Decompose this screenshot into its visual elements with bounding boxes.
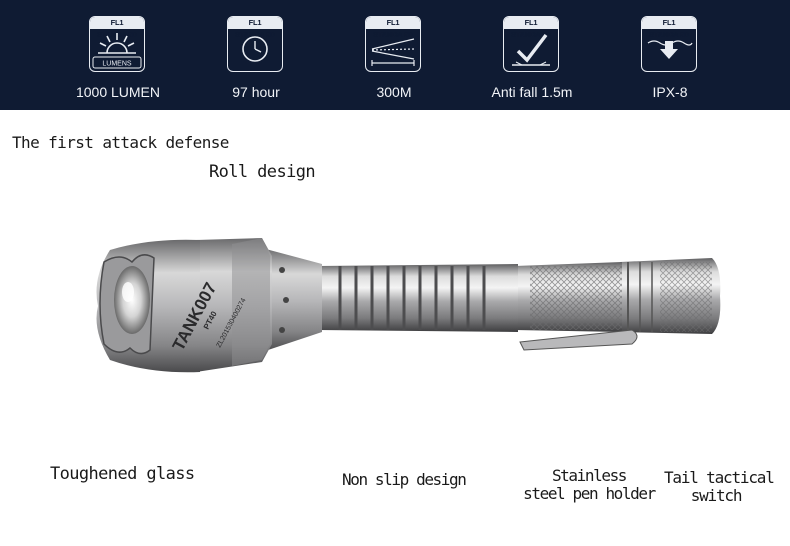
callout-stainless-line2: steel pen holder — [523, 484, 656, 503]
spec-runtime: FL1 STANDARD 97 hour — [186, 14, 326, 106]
spec-label-runtime: 97 hour — [232, 84, 280, 100]
callout-first-attack: The first attack defense — [12, 133, 229, 152]
impact-check-icon — [512, 33, 550, 66]
waterproof-badge: FL1 STANDARD — [641, 16, 697, 72]
badge-standard-label: FL1 STANDARD — [228, 17, 282, 39]
badge-standard-label: FL1 STANDARD — [642, 17, 696, 39]
callout-tail-line1: Tail tactical — [664, 468, 775, 487]
spec-distance: FL1 STANDARD 300M — [324, 14, 464, 106]
spec-label-distance: 300M — [376, 84, 412, 100]
spec-waterproof: FL1 STANDARD IPX-8 — [600, 14, 740, 106]
distance-badge: FL1 STANDARD — [365, 16, 421, 72]
callout-non-slip: Non slip design — [342, 470, 467, 489]
spec-label-impact: Anti fall 1.5m — [491, 84, 573, 100]
callout-tail-line2: switch — [690, 486, 743, 505]
lumens-badge: FL1 STANDARD LUMENS — [89, 16, 145, 72]
pen-clip — [519, 329, 638, 351]
lumens-sub-label: LUMENS — [102, 61, 132, 68]
beam-distance-icon — [371, 38, 415, 66]
spec-impact: FL1 STANDARD Anti fall 1.5m — [462, 14, 602, 106]
callout-stainless-holder: Stainless steel pen holder — [522, 467, 656, 503]
impact-badge: FL1 STANDARD — [503, 16, 559, 72]
callout-toughened-glass: Toughened glass — [50, 464, 195, 484]
callout-tail-switch: Tail tactical switch — [664, 468, 775, 505]
callout-stainless-line1: Stainless — [551, 466, 628, 485]
lens-glass — [114, 266, 150, 334]
sun-lumens-icon: LUMENS — [92, 33, 142, 69]
spec-label-lumens: 1000 LUMEN — [75, 84, 161, 100]
spec-label-waterproof: IPX-8 — [652, 84, 688, 100]
spec-header-bar: FL1 STANDARD LUMENS 1000 LUMEN FL1 STAND… — [0, 0, 790, 110]
badge-standard-label: FL1 STANDARD — [504, 17, 558, 39]
callout-roll-design: Roll design — [209, 162, 316, 182]
clock-icon — [242, 36, 268, 62]
badge-standard-label: FL1 STANDARD — [366, 17, 420, 39]
water-arrow-icon — [647, 40, 693, 59]
ribbed-body — [318, 264, 518, 332]
runtime-badge: FL1 STANDARD — [227, 16, 283, 72]
spec-lumens: FL1 STANDARD LUMENS 1000 LUMEN — [48, 14, 188, 106]
